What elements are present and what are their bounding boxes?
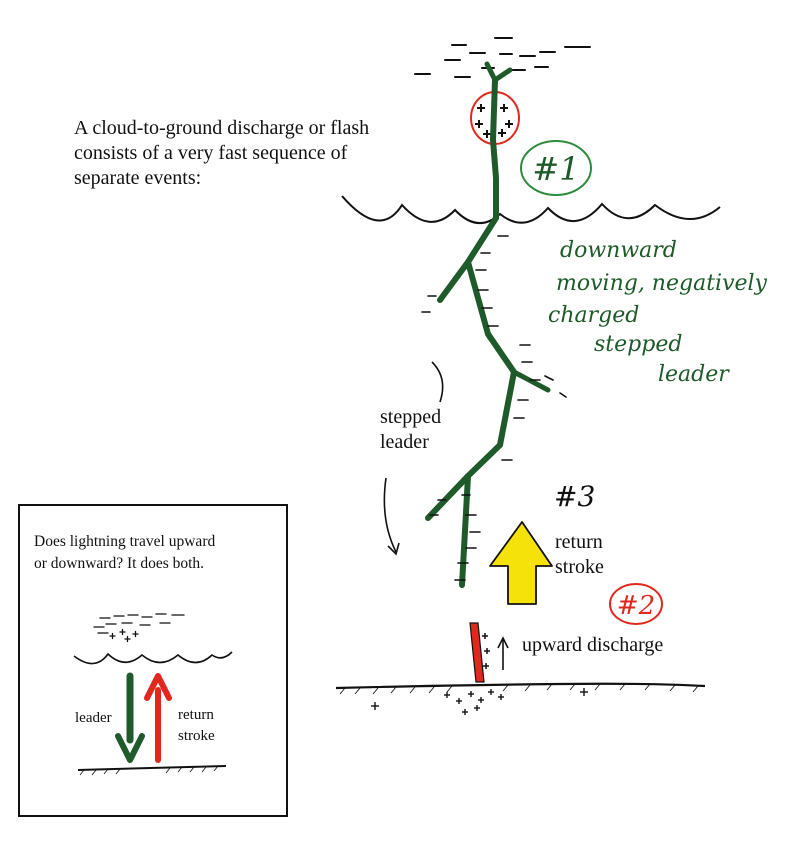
inset-leader-arrow-icon: [115, 672, 145, 763]
desc-line-2: moving, negatively: [556, 271, 768, 296]
upward-discharge-label: upward discharge: [522, 634, 663, 656]
red-discharge-channel: [469, 622, 485, 683]
inset-return-arrow-icon: [144, 673, 172, 763]
curved-arrow-icon: [383, 477, 397, 553]
step-1-marker: #1: [520, 140, 592, 196]
stepped-leader-channel: [425, 61, 551, 588]
inset-ground: [77, 765, 227, 776]
cloud-base-line: [341, 195, 721, 224]
stepped-leader-annotation: stepped leader: [380, 361, 444, 556]
inset-return-label-1: return: [178, 707, 214, 723]
return-stroke-label-1: return: [555, 531, 603, 553]
cloud-negative-charges: [414, 37, 591, 78]
inset-cloud-base: [73, 651, 233, 665]
stepped-leader-label-1: stepped: [380, 406, 441, 428]
desc-line-4: stepped: [594, 332, 682, 357]
return-stroke-group: #3 return stroke: [489, 480, 604, 605]
stepped-leader-label-2: leader: [380, 431, 429, 453]
stepped-leader-description: downward moving, negatively charged step…: [548, 238, 768, 387]
inset-question-line-2: or downward? It does both.: [34, 555, 204, 572]
step-2-marker: #2: [617, 591, 655, 621]
inset-question-line-1: Does lightning travel upward: [34, 533, 215, 550]
inset-cloud-charges: [93, 613, 185, 643]
desc-line-1: downward: [560, 238, 677, 263]
step-1-marker-text: #1: [532, 150, 579, 188]
ground: [335, 682, 706, 715]
inset-return-label-2: stroke: [178, 728, 215, 744]
desc-line-5: leader: [658, 362, 730, 387]
step-3-marker: #3: [554, 480, 595, 513]
inset-leader-label: leader: [75, 710, 112, 726]
intro-line-1: A cloud-to-ground discharge or flash: [74, 117, 369, 139]
return-stroke-label-2: stroke: [555, 556, 604, 578]
yellow-up-arrow-icon: [489, 521, 553, 605]
discharge-positive-charges: [482, 633, 490, 669]
intro-line-2: consists of a very fast sequence of: [74, 142, 348, 164]
intro-text: A cloud-to-ground discharge or flash con…: [74, 117, 369, 189]
ground-positive-charges: [371, 688, 588, 715]
leader-negative-ticks: [421, 235, 567, 581]
desc-line-3: charged: [548, 303, 639, 328]
upward-discharge-group: #2 upward discharge: [469, 583, 663, 683]
intro-line-3: separate events:: [74, 167, 201, 189]
inset-box: Does lightning travel upward or downward…: [18, 504, 288, 817]
curve-line-icon: [431, 361, 444, 403]
